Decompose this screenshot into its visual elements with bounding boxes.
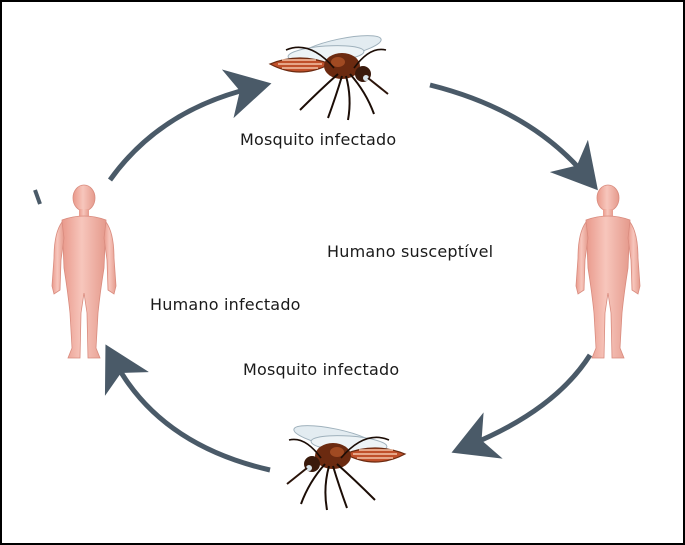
label-human-susceptible: Humano susceptível	[327, 242, 493, 261]
arrow-left-to-top	[110, 88, 252, 180]
label-human-infected: Humano infectado	[150, 295, 301, 314]
human-figure-infected	[52, 185, 116, 358]
mosquito-icon-bottom	[287, 420, 405, 510]
arrow-right-to-bottom	[470, 355, 590, 445]
arrow-fragment-left	[35, 190, 40, 204]
mosquito-icon-top	[270, 30, 388, 120]
label-mosquito-infected-bottom: Mosquito infectado	[243, 360, 399, 379]
arrow-top-to-right	[430, 85, 585, 175]
human-figure-susceptible	[576, 185, 640, 358]
label-mosquito-infected-top: Mosquito infectado	[240, 130, 396, 149]
